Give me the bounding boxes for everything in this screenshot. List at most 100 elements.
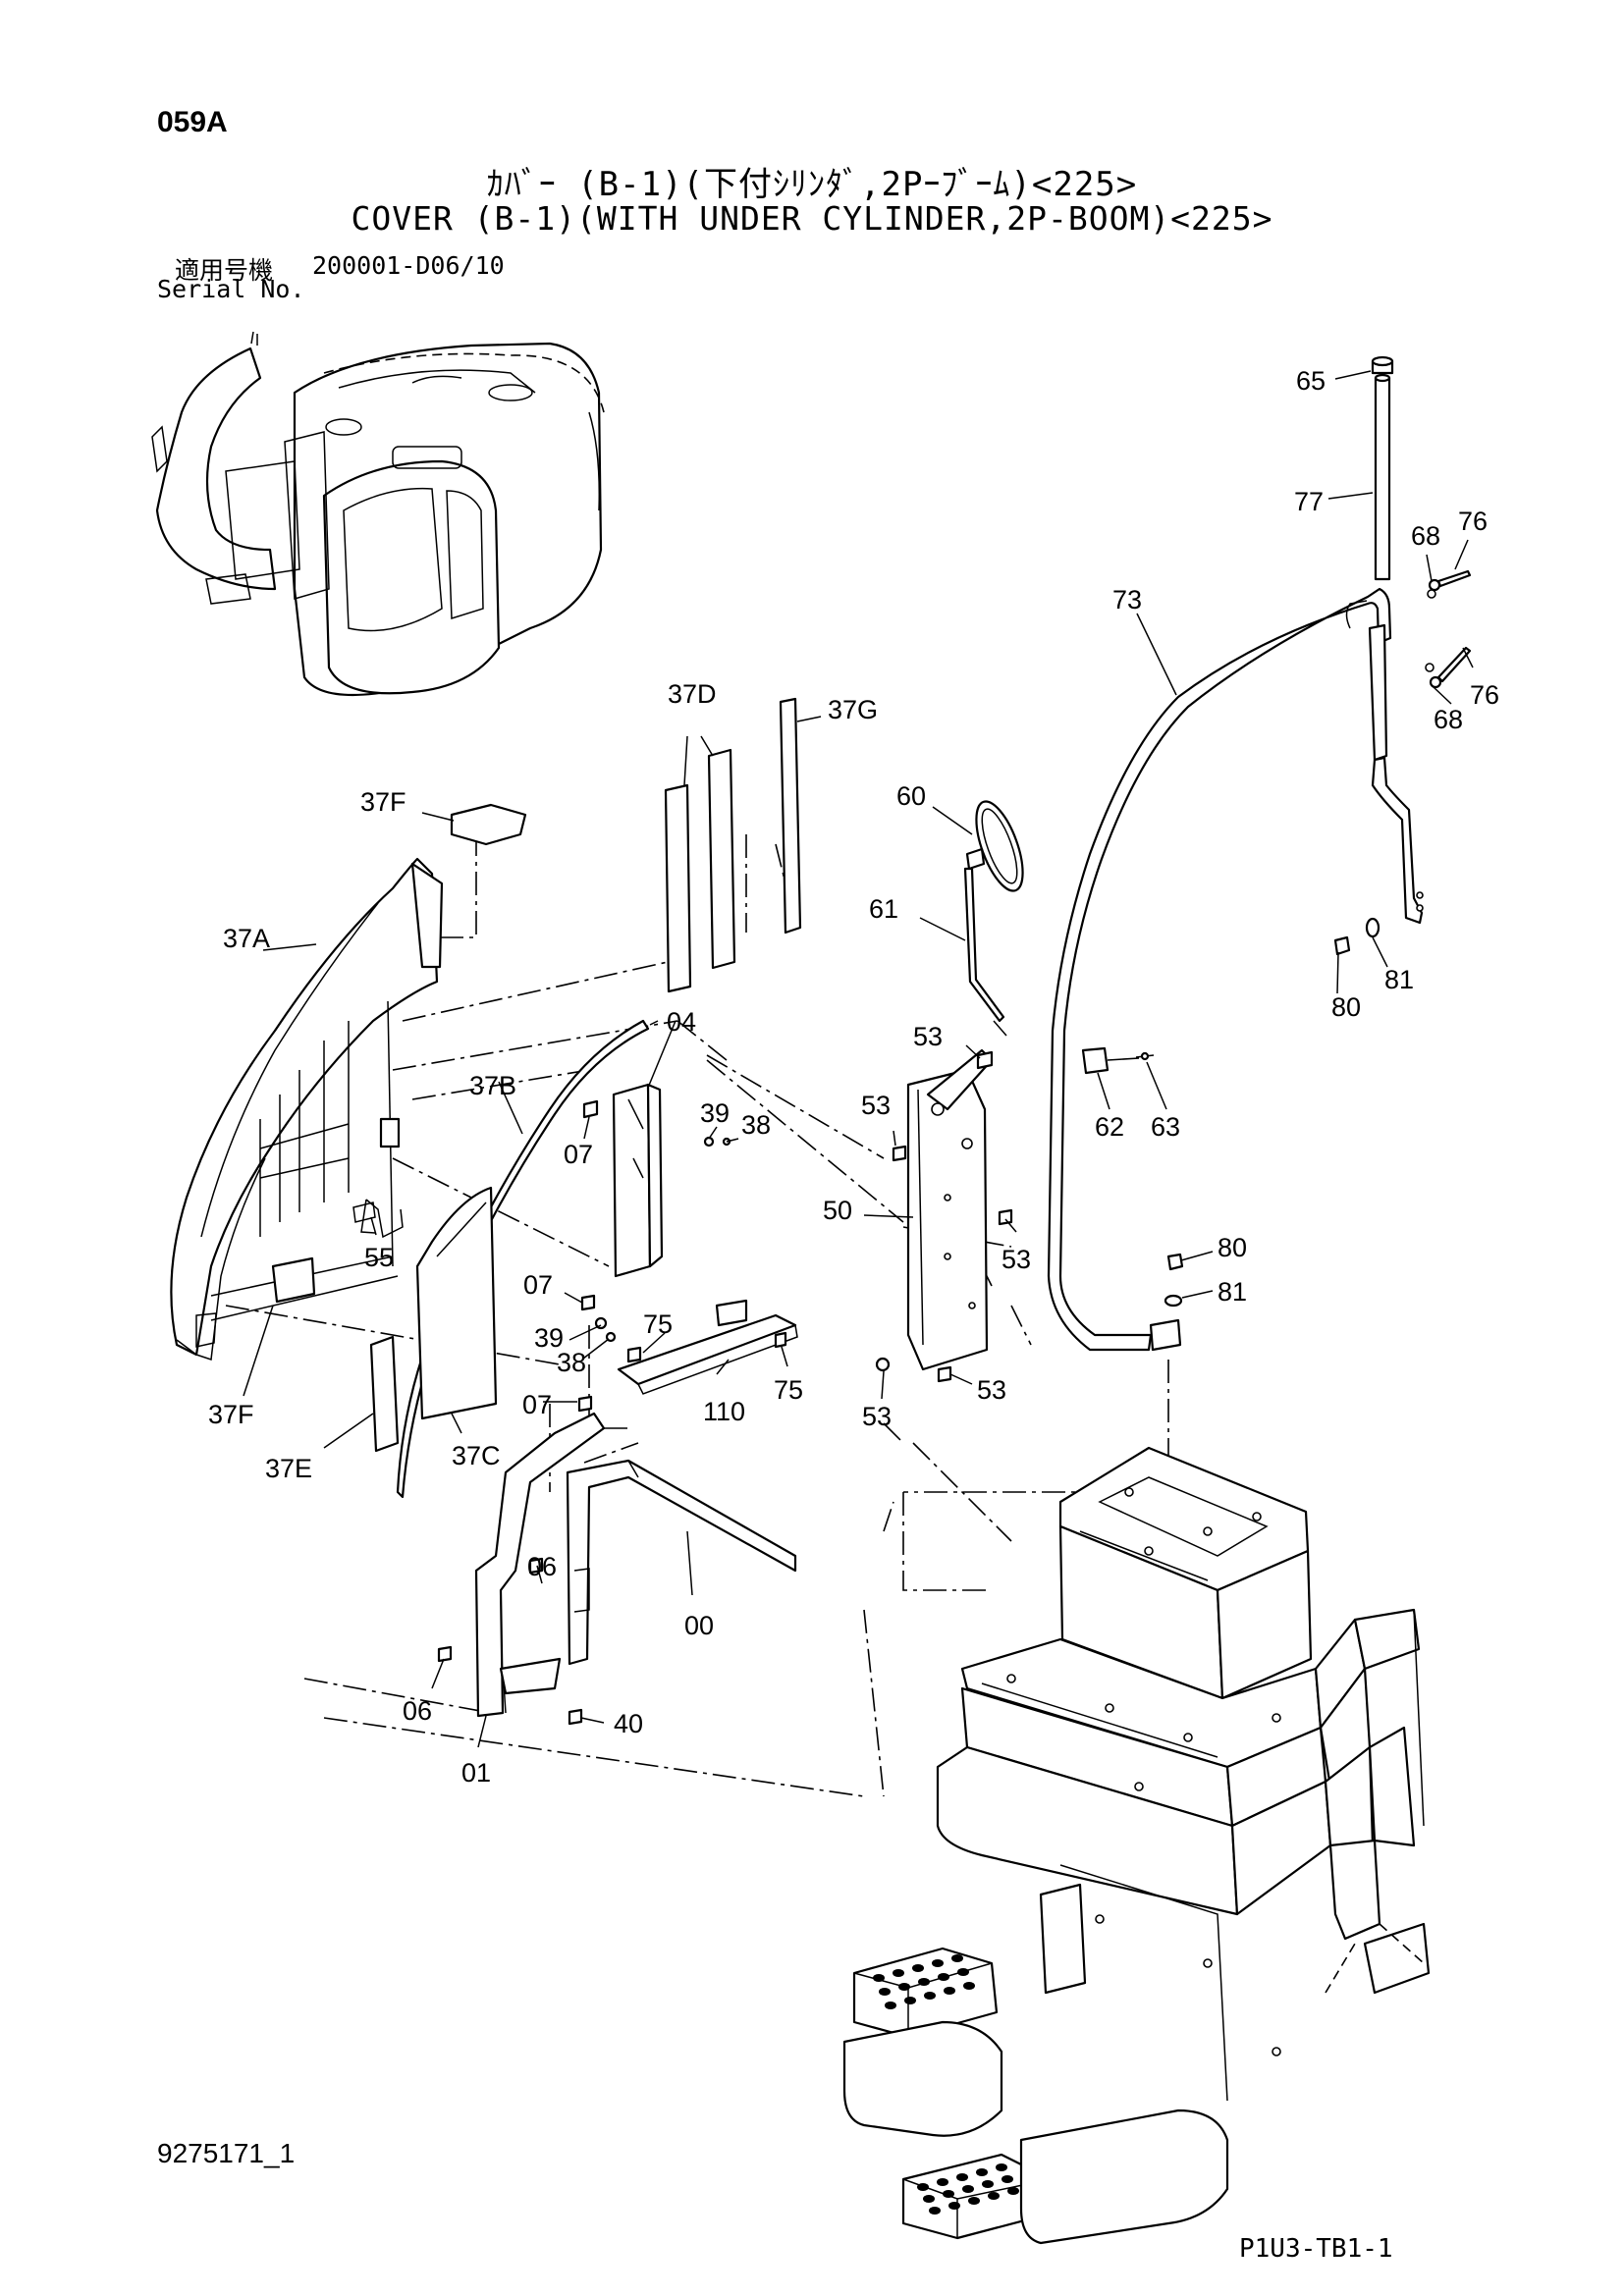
callout-38: 38	[557, 1348, 586, 1377]
callout-39: 39	[534, 1323, 564, 1353]
document-id: 9275171_1	[157, 2138, 296, 2168]
callout-06: 06	[403, 1696, 432, 1726]
callout-75: 75	[643, 1309, 673, 1339]
grating-hole	[937, 2178, 948, 2186]
serial-label-japanese: 適用号機	[175, 256, 274, 285]
grating-hole	[957, 1968, 969, 1976]
part-55-clip	[360, 1199, 404, 1239]
grating-hole	[917, 2183, 929, 2191]
grating-hole	[885, 2002, 896, 2009]
grating-hole	[929, 2207, 941, 2215]
part-37c-panel	[415, 1186, 498, 1420]
grating-hole	[918, 1978, 930, 1986]
callout-37b: 37B	[469, 1071, 516, 1100]
callout-37f: 37F	[208, 1400, 254, 1429]
part-60-61-mirror-assembly	[963, 800, 1024, 1037]
grating-hole	[968, 2197, 980, 2205]
callout-37g: 37G	[828, 695, 878, 724]
callout-80: 80	[1218, 1233, 1247, 1262]
callout-53: 53	[1001, 1245, 1031, 1274]
callout-07: 07	[564, 1140, 593, 1169]
serial-range: 200001-D06/10	[312, 251, 505, 280]
part-65-cap	[1371, 355, 1394, 375]
grating-hole	[904, 1997, 916, 2004]
grating-hole	[873, 1974, 885, 1982]
part-37d-seals	[664, 748, 736, 993]
part-62-bracket	[1081, 1046, 1110, 1075]
callout-06: 06	[527, 1552, 557, 1581]
callout-81: 81	[1384, 965, 1414, 994]
callout-110: 110	[703, 1397, 745, 1426]
callout-63: 63	[1151, 1112, 1180, 1142]
grating-hole	[938, 1973, 949, 1981]
title-english: COVER (B-1)(WITH UNDER CYLINDER,2P-BOOM)…	[351, 199, 1273, 238]
callout-68: 68	[1434, 705, 1463, 734]
grating-hole	[962, 2185, 974, 2193]
grating-hole	[948, 2202, 960, 2210]
grating-hole	[982, 2180, 994, 2188]
part-04-bracket	[612, 1083, 664, 1278]
part-37b-curved-seal	[396, 1019, 659, 1499]
callout-37c: 37C	[452, 1441, 501, 1470]
callout-04: 04	[667, 1007, 696, 1037]
callout-37a: 37A	[223, 924, 270, 953]
callout-38: 38	[741, 1110, 771, 1140]
grating-hole	[976, 2168, 988, 2176]
callout-77: 77	[1294, 487, 1324, 516]
part-37g-seal	[779, 697, 802, 934]
callout-00: 00	[684, 1611, 714, 1640]
callout-01: 01	[461, 1758, 491, 1788]
callout-53: 53	[862, 1402, 892, 1431]
part-73-handrail	[1047, 587, 1424, 1352]
grating-hole	[893, 1969, 904, 1977]
callout-37f: 37F	[360, 787, 406, 817]
part-50-plate	[906, 1048, 994, 1371]
callout-80: 80	[1331, 992, 1361, 1022]
grating-hole	[932, 1959, 944, 1967]
machine-overview-illustration	[151, 331, 605, 697]
callout-76: 76	[1470, 680, 1499, 710]
grating-hole	[996, 2163, 1007, 2171]
title-japanese: ｶﾊﾞｰ (B-1)(下付ｼﾘﾝﾀﾞ,2Pｰﾌﾞｰﾑ)<225>	[486, 165, 1138, 204]
callout-62: 62	[1095, 1112, 1124, 1142]
callout-68: 68	[1411, 521, 1440, 551]
callout-37e: 37E	[265, 1454, 312, 1483]
grating-hole	[951, 1954, 963, 1962]
frame-step-assembly	[842, 1446, 1431, 2245]
part-37e-pad	[369, 1335, 400, 1453]
grating-hole	[879, 1988, 891, 1996]
grating-hole	[944, 1987, 955, 1995]
callout-53: 53	[861, 1091, 891, 1120]
callout-76: 76	[1458, 507, 1488, 536]
callout-60: 60	[896, 781, 926, 811]
callout-07: 07	[523, 1270, 553, 1300]
page-code: 059A	[157, 106, 228, 138]
grating-hole	[898, 1983, 910, 1991]
callout-75: 75	[774, 1375, 803, 1405]
grating-hole	[923, 2195, 935, 2203]
sheet-code: P1U3-TB1-1	[1239, 2234, 1393, 2264]
grating-hole	[1001, 2175, 1013, 2183]
callout-53: 53	[977, 1375, 1006, 1405]
hardware-fasteners	[437, 569, 1472, 1726]
part-37f-pad-top	[450, 803, 527, 846]
grating-hole	[1007, 2187, 1019, 2195]
callout-37d: 37D	[668, 679, 717, 709]
callout-39: 39	[700, 1098, 730, 1128]
serial-label-english: Serial No.	[157, 275, 305, 303]
part-110-bar	[617, 1299, 798, 1395]
grating-hole	[943, 2190, 954, 2198]
callout-53: 53	[913, 1022, 943, 1051]
step-grating	[873, 1954, 1019, 2215]
part-37f-pad-bottom	[271, 1256, 316, 1304]
callout-61: 61	[869, 894, 898, 924]
callout-labels: 65 77 68 76 73 76 68 37D 37G 60 37F 37A …	[208, 366, 1499, 1788]
callout-07: 07	[522, 1390, 552, 1419]
part-00-bracket	[566, 1459, 797, 1666]
grating-hole	[988, 2192, 1000, 2200]
grating-hole	[912, 1964, 924, 1972]
leader-lines	[243, 370, 1474, 1748]
callout-81: 81	[1218, 1277, 1247, 1307]
part-77-pipe	[1374, 373, 1391, 581]
callout-40: 40	[614, 1709, 643, 1738]
